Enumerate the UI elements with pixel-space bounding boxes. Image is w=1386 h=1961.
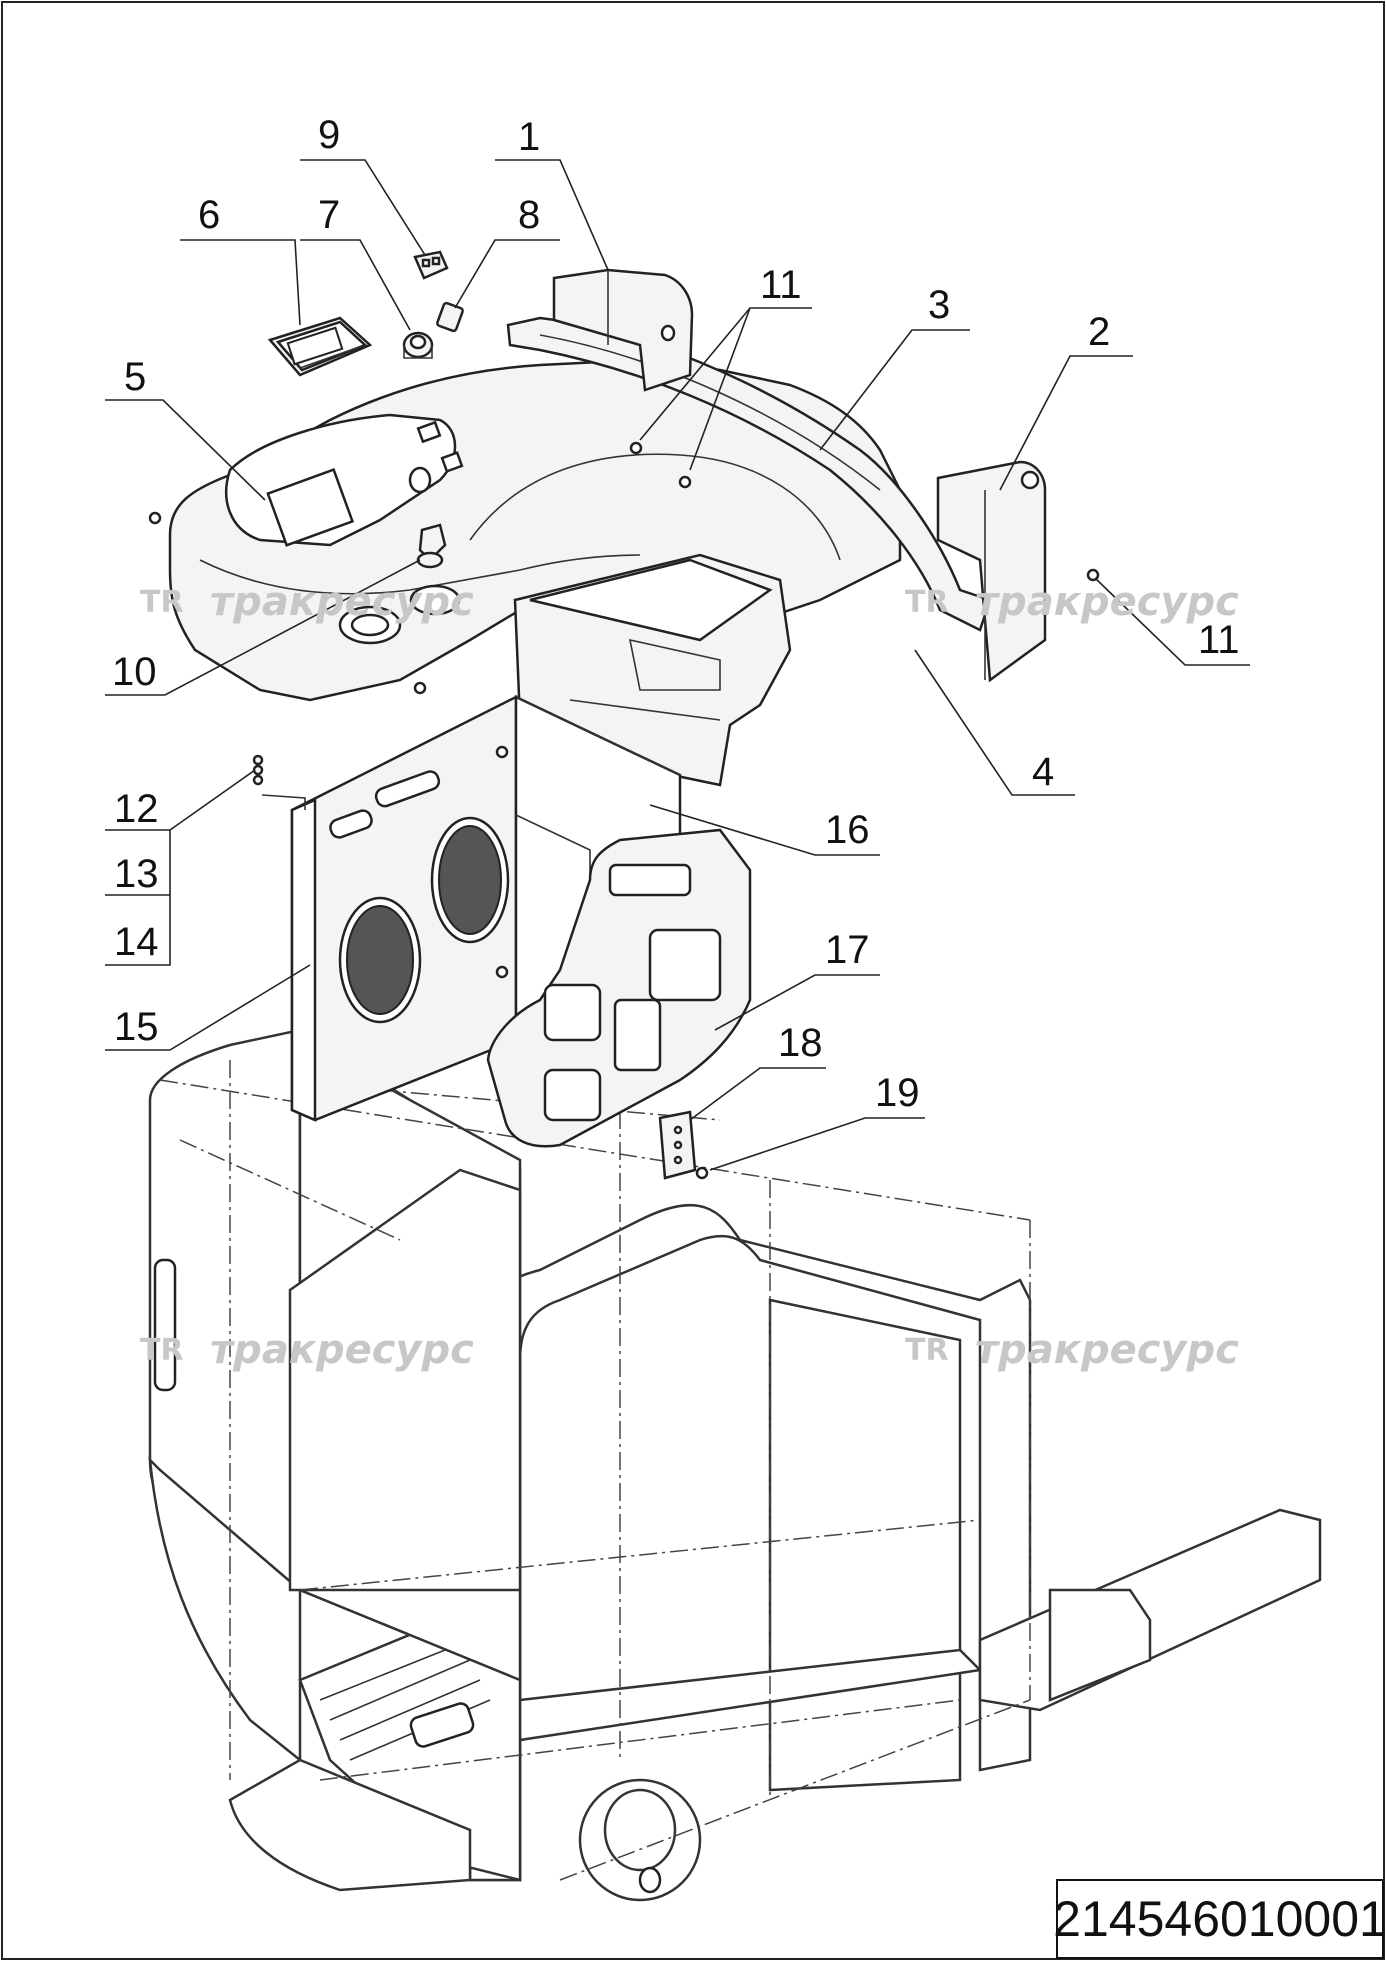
callout-labels: 1 2 3 4 5 6 7 8 9 10 11 11 12 13 14 15 1… (112, 113, 1240, 1115)
callout-12: 12 (114, 787, 159, 831)
fastener-stack-12-14 (252, 754, 306, 810)
callout-1: 1 (518, 115, 540, 159)
callout-7: 7 (318, 193, 340, 237)
switch-9 (413, 250, 449, 280)
callout-9: 9 (318, 113, 340, 157)
drawing-number-box: 214546010001 (1053, 1879, 1386, 1959)
callout-17: 17 (825, 928, 870, 972)
callout-18: 18 (778, 1021, 823, 1065)
callout-2: 2 (1088, 310, 1110, 354)
svg-text:TR: TR (905, 1333, 949, 1368)
screw-19 (695, 1166, 709, 1180)
panel-15 (290, 694, 518, 1122)
watermark-bottom-right: TR тракресурс (905, 1327, 1239, 1373)
watermark-bottom-left: TR тракресурс (140, 1327, 474, 1373)
svg-text:TR: TR (905, 585, 949, 620)
callout-15: 15 (114, 1005, 159, 1049)
leader-lines (105, 159, 1250, 1171)
watermark-text: тракресурс (210, 579, 474, 625)
bracket-1 (552, 268, 694, 392)
svg-text:TR: TR (140, 1333, 184, 1368)
watermark-text: тракресурс (975, 579, 1239, 625)
watermark-text: тракресурс (975, 1327, 1239, 1373)
button-8 (436, 301, 464, 333)
key-switch-7 (402, 331, 434, 359)
callout-5: 5 (124, 355, 146, 399)
callout-3: 3 (928, 283, 950, 327)
callout-8: 8 (518, 193, 540, 237)
hinge-18 (658, 1110, 697, 1180)
callout-16: 16 (825, 808, 870, 852)
watermark-text: тракресурс (210, 1327, 474, 1373)
side-block-2 (936, 460, 1047, 683)
key-switch-10 (416, 523, 447, 569)
callout-4: 4 (1032, 750, 1054, 794)
callout-6: 6 (198, 193, 220, 237)
seat-panel-17 (486, 828, 752, 1148)
truck-chassis (148, 1027, 1322, 1902)
callout-10: 10 (112, 650, 157, 694)
callout-13: 13 (114, 852, 159, 896)
display-unit-6 (267, 316, 373, 377)
top-cover-assembly (168, 316, 992, 787)
callout-19: 19 (875, 1071, 920, 1115)
callout-11-right: 11 (1198, 618, 1240, 662)
svg-text:TR: TR (140, 585, 184, 620)
screws-11 (148, 441, 1100, 695)
drawing-number: 214546010001 (1053, 1891, 1386, 1947)
watermark-top-right: TR тракресурс (905, 579, 1239, 625)
watermark-top-left: TR тракресурс (140, 579, 474, 625)
callout-11-top: 11 (760, 263, 802, 307)
callout-14: 14 (114, 920, 159, 964)
